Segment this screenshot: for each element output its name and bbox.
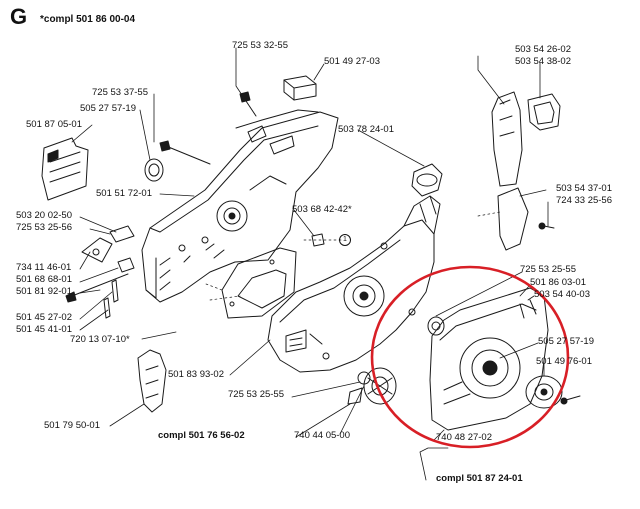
part-label: 501 51 72-01 [96,188,152,199]
part-label: 501 83 93-02 [168,369,224,380]
section-complete-assembly-number: *compl 501 86 00-04 [40,14,136,25]
part-label: 505 27 57-19 [80,103,136,114]
part-label: 740 48 27-02 [436,432,492,443]
clutch-screw [560,395,581,405]
part-label: compl 501 87 24-01 [436,473,523,484]
part-label: 505 27 57-19 [538,336,594,347]
part-label: 725 53 25-56 [16,222,72,233]
part-label: compl 501 76 56-02 [158,430,245,441]
air-guide [491,91,523,187]
seal-left [144,158,164,182]
part-label: 725 53 37-55 [92,87,148,98]
left-crankcase-half [141,109,339,303]
part-label: 501 79 50-01 [44,420,100,431]
baffle [497,187,529,251]
section-letter: G [10,4,28,29]
gasket-tab [311,233,325,247]
pins [103,279,119,319]
chain-guard-plate [41,137,89,201]
part-label: 503 54 37-01 [556,183,612,194]
part-label: 501 49 76-01 [536,356,592,367]
part-label: 724 33 25-56 [556,195,612,206]
right-crankcase-half [267,195,441,373]
part-label: 734 11 46-01 [16,262,72,273]
small-block [283,75,317,101]
part-label: 503 54 40-03 [534,289,590,300]
clutch-seal [427,316,445,336]
part-label: 740 44 05-00 [294,430,350,441]
long-bolt [159,140,211,165]
part-label: 501 81 92-01 [16,286,72,297]
filter-cap [411,163,443,197]
clutch-cover-plate [429,287,549,431]
part-label: 725 53 25-55 [228,389,284,400]
part-label: 501 86 03-01 [530,277,586,288]
part-label: 503 68 42-42* [292,204,352,215]
bracket [109,225,135,243]
alignment-lines [205,211,501,301]
long-screw [65,273,129,303]
highlight-circle [370,265,570,449]
part-label: 501 87 05-01 [26,119,82,130]
nut [117,257,135,273]
recoil-spring-cassette [347,367,397,405]
baffle-screw [538,222,555,230]
part-label: 501 45 41-01 [16,324,72,335]
gasket [221,247,297,319]
bolt-top [239,91,257,117]
chain-tensioner [81,237,113,263]
part-label: 503 78 24-01 [338,124,394,135]
callout-marker: 1 [339,234,351,246]
part-label: 503 54 26-02 [515,44,571,55]
cassette-nut [357,371,371,385]
part-label: 720 13 07-10* [70,334,130,345]
part-label: 503 54 38-02 [515,56,571,67]
part-label: 501 49 27-03 [324,56,380,67]
part-label: 725 53 32-55 [232,40,288,51]
part-label: 501 68 68-01 [16,274,72,285]
leader-lines [71,47,549,481]
handle-bracket [137,349,167,413]
part-label: 503 20 02-50 [16,210,72,221]
part-label: 725 53 25-55 [520,264,576,275]
part-label: 501 45 27-02 [16,312,72,323]
guide-seal [527,93,561,131]
